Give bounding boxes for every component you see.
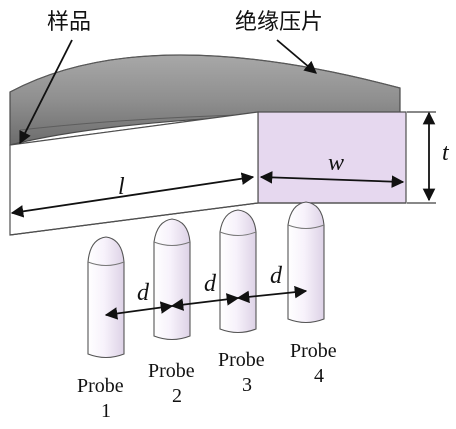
spacing-label-1: d (137, 280, 150, 306)
spacing-arrows (104, 285, 308, 320)
probe-3-name: Probe (218, 349, 265, 371)
probe-1 (87, 236, 125, 359)
length-arrow (10, 172, 255, 218)
probe-2-name: Probe (148, 360, 195, 382)
spacing-label-3: d (270, 263, 283, 289)
thickness-label: t (442, 140, 450, 166)
probe-2 (153, 218, 191, 341)
probe-4 (287, 201, 325, 324)
dimension-lines (10, 111, 436, 218)
spacing-label-2: d (204, 271, 217, 297)
spacing-arrow-2 (170, 293, 240, 311)
spacing-arrow-1 (104, 301, 174, 320)
probe-1-name: Probe (77, 375, 124, 397)
label-leaders (19, 39, 317, 145)
disk-leader-arrow (276, 39, 317, 74)
spacing-arrow-3 (236, 285, 308, 304)
probe-2-number: 2 (172, 385, 182, 407)
length-label: l (118, 174, 125, 200)
probe-1-number: 1 (101, 400, 111, 422)
pressing-disk-label: 绝缘压片 (235, 10, 323, 35)
probe-3-number: 3 (242, 374, 252, 396)
probe-3 (219, 209, 257, 334)
width-label: w (328, 150, 344, 176)
probe-4-number: 4 (314, 365, 324, 387)
sample-label: 样品 (47, 10, 91, 35)
sample-leader-arrow (19, 39, 73, 145)
probe-4-name: Probe (290, 340, 337, 362)
width-arrow (259, 171, 405, 188)
